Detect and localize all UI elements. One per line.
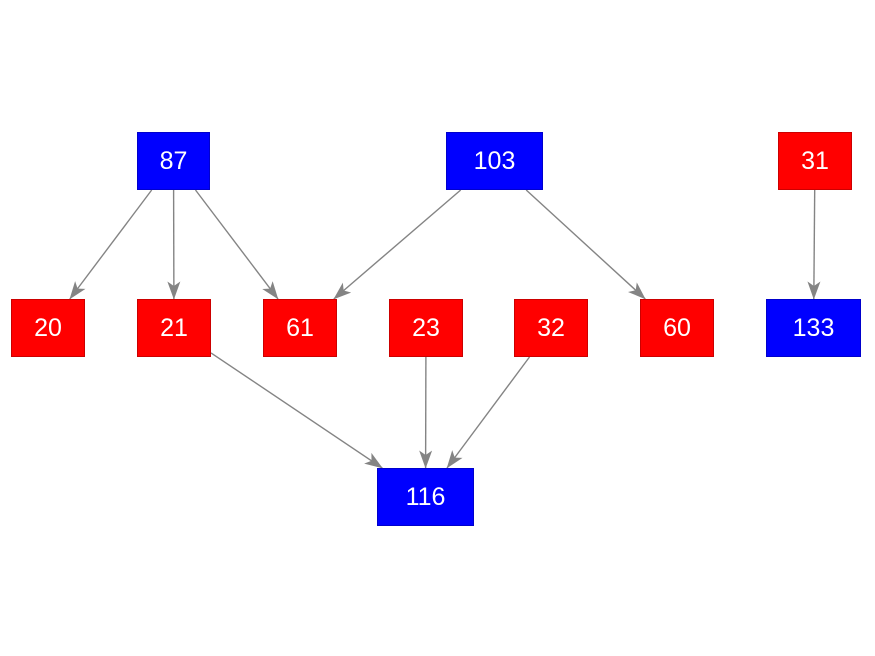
graph-node-61[interactable]: 61 [263,299,337,357]
graph-edge-87-to-61 [194,189,279,300]
graph-edge-103-to-60 [525,189,646,300]
graph-node-32[interactable]: 32 [514,299,588,357]
graph-edge-32-to-116 [446,356,531,469]
graph-node-103[interactable]: 103 [446,132,543,190]
graph-node-31[interactable]: 31 [778,132,852,190]
graph-edge-21-to-116 [210,352,383,469]
graph-node-20[interactable]: 20 [11,299,85,357]
graph-node-116[interactable]: 116 [377,468,474,526]
graph-edge-31-to-133 [807,189,821,300]
graph-edge-87-to-20 [69,189,153,300]
graph-node-23[interactable]: 23 [389,299,463,357]
graph-node-60[interactable]: 60 [640,299,714,357]
graph-edge-103-to-61 [333,189,462,300]
graph-node-87[interactable]: 87 [137,132,210,190]
graph-node-133[interactable]: 133 [766,299,861,357]
graph-node-21[interactable]: 21 [137,299,211,357]
